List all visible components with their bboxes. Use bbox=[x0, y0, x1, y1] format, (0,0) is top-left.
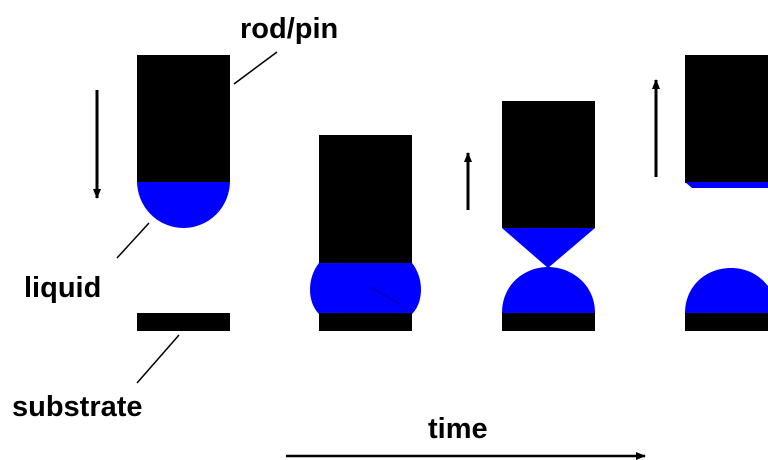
liquid-label: liquid bbox=[24, 272, 101, 304]
liquid-leader-line bbox=[116, 222, 150, 259]
lower-dome bbox=[502, 267, 595, 313]
substrate-leader-line bbox=[136, 334, 180, 384]
rod bbox=[319, 135, 412, 263]
deposited-droplet bbox=[685, 268, 768, 313]
stage-3 bbox=[464, 101, 595, 331]
stage-1 bbox=[93, 55, 230, 331]
liquid-bridge bbox=[310, 263, 421, 314]
droplet bbox=[137, 181, 230, 228]
substrate bbox=[685, 313, 768, 331]
rod bbox=[137, 55, 230, 182]
residual-film bbox=[685, 182, 768, 188]
rod bbox=[502, 101, 595, 228]
rod-leader-line bbox=[233, 51, 278, 85]
substrate bbox=[137, 313, 230, 331]
substrate bbox=[319, 313, 412, 331]
rod-label: rod/pin bbox=[240, 13, 338, 45]
stage-2 bbox=[310, 135, 421, 331]
substrate bbox=[502, 313, 595, 331]
stage-4 bbox=[652, 55, 768, 331]
contact-line bbox=[369, 286, 401, 305]
substrate-label: substrate bbox=[12, 391, 143, 423]
time-label: time bbox=[428, 413, 488, 445]
upper-cone bbox=[502, 228, 595, 268]
rod bbox=[685, 55, 768, 183]
